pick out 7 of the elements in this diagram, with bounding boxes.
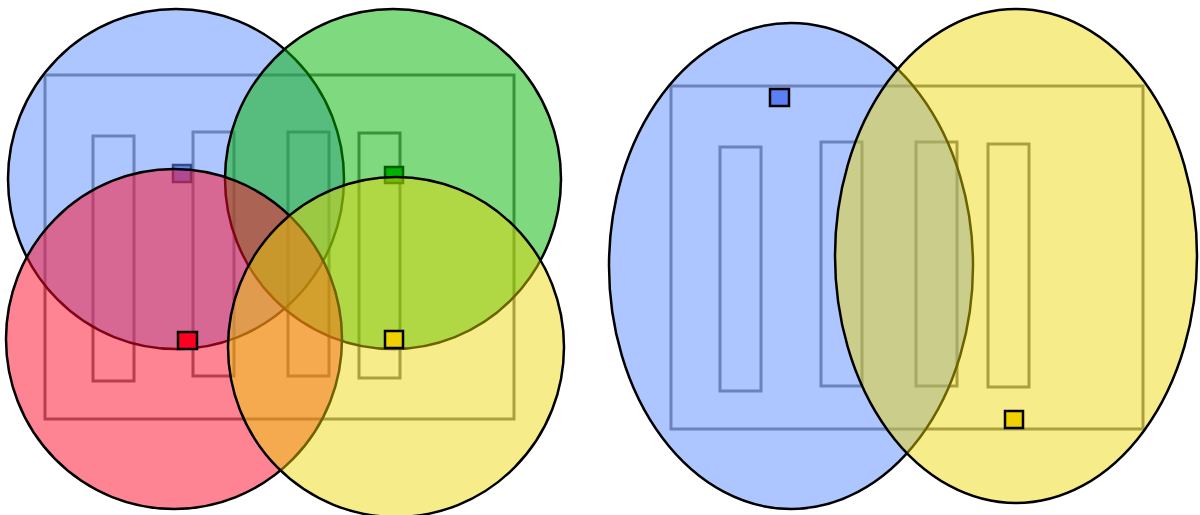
square-marker	[768, 87, 791, 108]
square-marker	[1003, 409, 1025, 430]
square-marker	[383, 165, 405, 185]
square-marker	[176, 330, 199, 351]
square-marker	[171, 163, 193, 184]
square-marker	[383, 329, 405, 350]
ellipse-shape	[833, 7, 1199, 505]
